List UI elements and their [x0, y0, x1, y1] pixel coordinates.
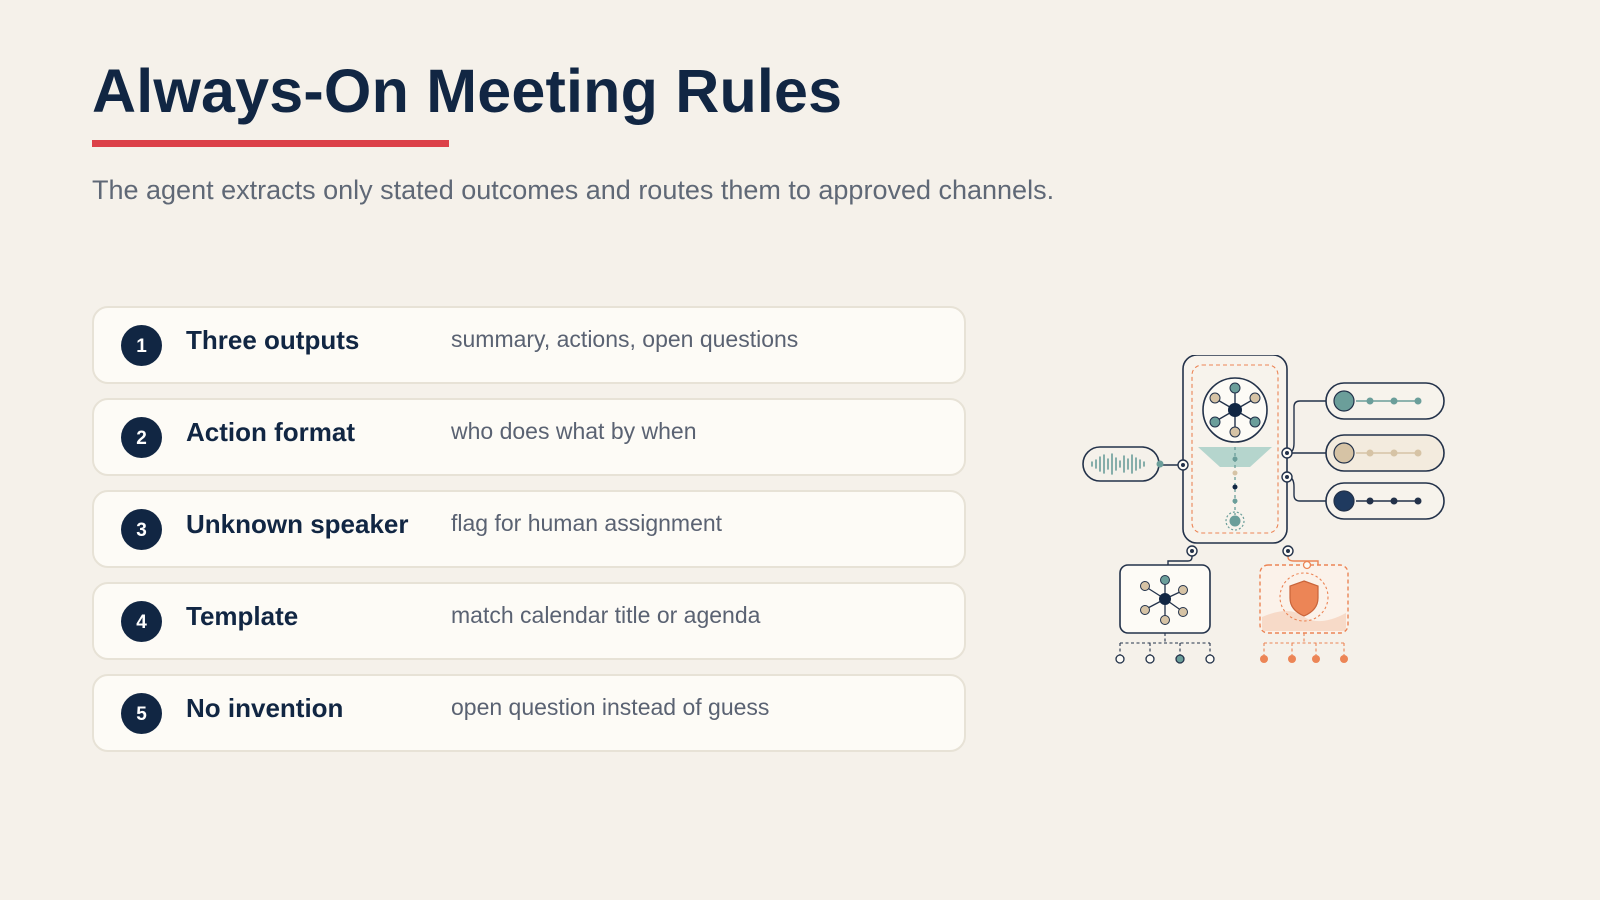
rule-description: summary, actions, open questions	[451, 326, 799, 352]
rule-number-badge: 3	[121, 509, 162, 550]
rule-number-badge: 2	[121, 417, 162, 458]
rule-label: Three outputs	[186, 325, 360, 355]
rule-label: Unknown speaker	[186, 509, 409, 539]
rule-card: 4 Template match calendar title or agend…	[92, 582, 966, 660]
rule-card: 5 No invention open question instead of …	[92, 674, 966, 752]
rule-card: 3 Unknown speaker flag for human assignm…	[92, 490, 966, 568]
rule-number-badge: 4	[121, 601, 162, 642]
shield-icon	[1259, 560, 1349, 663]
rule-description: who does what by when	[451, 418, 697, 444]
rules-list: 1 Three outputs summary, actions, open q…	[92, 306, 966, 766]
agent-hub-icon	[1182, 355, 1288, 544]
rule-label: Action format	[186, 417, 355, 447]
rule-label: Template	[186, 601, 299, 631]
rule-card: 2 Action format who does what by when	[92, 398, 966, 476]
rule-label: No invention	[186, 693, 344, 723]
title-underline	[92, 140, 449, 147]
audio-waveform-icon	[1082, 446, 1164, 482]
rule-number-badge: 5	[121, 693, 162, 734]
slide-subtitle: The agent extracts only stated outcomes …	[92, 175, 1055, 205]
output-channel-icon	[1325, 434, 1445, 472]
slide-title: Always-On Meeting Rules	[92, 57, 843, 125]
rule-description: open question instead of guess	[451, 694, 770, 720]
output-channel-icon	[1325, 382, 1445, 420]
rule-card: 1 Three outputs summary, actions, open q…	[92, 306, 966, 384]
rule-number-badge: 1	[121, 325, 162, 366]
agent-routing-illustration	[1082, 355, 1445, 664]
network-node-icon	[1115, 564, 1215, 664]
output-channel-icon	[1325, 482, 1445, 520]
rule-description: flag for human assignment	[451, 510, 723, 536]
rule-description: match calendar title or agenda	[451, 602, 761, 628]
